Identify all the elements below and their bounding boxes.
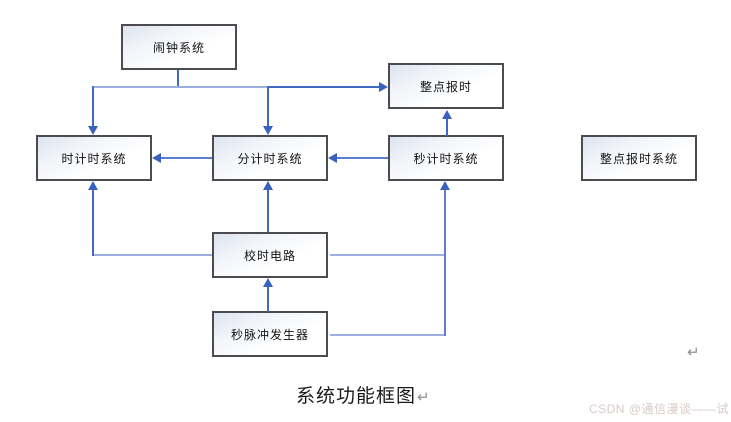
box-hour-timing-system: 时计时系统: [36, 135, 152, 181]
line-break-mark-icon: ↵: [417, 389, 431, 406]
box-second-pulse-generator-label: 秒脉冲发生器: [230, 327, 309, 342]
arrowhead-into-hour-timing-right: [152, 153, 161, 163]
arrowhead-into-hourly-chime-left: [379, 82, 388, 92]
box-second-timing-system-label: 秒计时系统: [413, 151, 479, 166]
arrowhead-into-calibration-bottom: [263, 278, 273, 287]
connector-pulse-right-horizontal: [330, 334, 446, 336]
connector-top-horizontal-left: [92, 86, 269, 88]
box-second-pulse-generator: 秒脉冲发生器: [212, 311, 328, 357]
box-hour-timing-system-label: 时计时系统: [61, 151, 127, 166]
box-calibration-circuit: 校时电路: [212, 232, 328, 278]
box-alarm-system-label: 闹钟系统: [152, 40, 205, 55]
connector-calibration-to-minute: [267, 190, 269, 232]
box-alarm-system: 闹钟系统: [121, 24, 237, 70]
diagram-caption: 系统功能框图↵: [296, 381, 431, 408]
box-calibration-circuit-label: 校时电路: [243, 248, 296, 263]
connector-second-to-minute: [337, 157, 388, 159]
arrowhead-into-hour-timing-bottom: [88, 181, 98, 190]
connector-pulse-to-calibration: [267, 287, 269, 312]
box-hourly-chime: 整点报时: [388, 63, 504, 109]
csdn-watermark: CSDN @通信漫谈——试: [588, 402, 729, 416]
connector-left-vertical-up: [92, 190, 94, 256]
box-second-timing-system: 秒计时系统: [388, 135, 504, 181]
connector-minute-to-hour: [161, 157, 212, 159]
connector-drop-to-minute-timing: [267, 86, 269, 127]
arrowhead-into-second-timing-bottom: [440, 181, 450, 190]
connector-alarm-stub: [177, 70, 179, 87]
box-minute-timing-system: 分计时系统: [212, 135, 328, 181]
connector-right-vertical-up: [444, 190, 446, 336]
line-break-mark-icon: ↵: [687, 344, 700, 361]
connector-second-to-chime: [446, 119, 448, 136]
box-minute-timing-system-label: 分计时系统: [237, 151, 303, 166]
box-hourly-chime-label: 整点报时: [419, 79, 472, 94]
connector-calibration-right-horizontal: [330, 254, 446, 256]
connector-drop-to-hour-timing: [92, 86, 94, 127]
diagram-caption-text: 系统功能框图: [296, 386, 417, 407]
arrowhead-into-minute-timing-top: [263, 126, 273, 135]
box-hourly-chime-system-label: 整点报时系统: [599, 151, 678, 166]
connector-top-horizontal-right: [268, 86, 380, 88]
arrowhead-into-minute-timing-right: [328, 153, 337, 163]
connector-calibration-left-horizontal: [92, 254, 212, 256]
arrowhead-into-minute-timing-bottom: [263, 181, 273, 190]
arrowhead-into-hourly-chime-bottom: [442, 110, 452, 119]
arrowhead-into-hour-timing-top: [88, 126, 98, 135]
box-hourly-chime-system: 整点报时系统: [581, 135, 697, 181]
